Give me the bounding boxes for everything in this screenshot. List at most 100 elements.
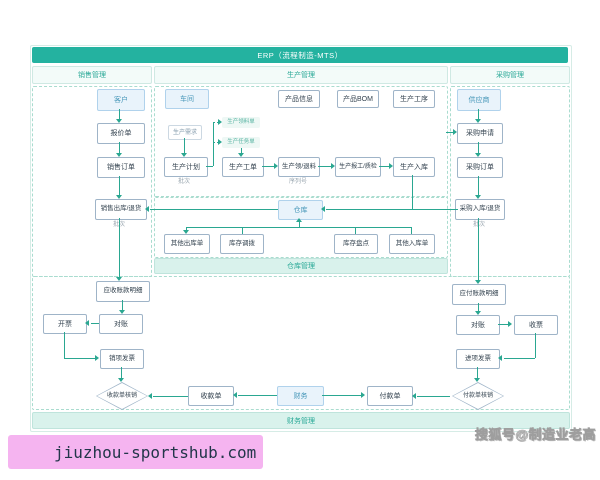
connector-line: [498, 324, 508, 325]
warehouse-bar: 仓库管理: [154, 258, 448, 274]
connector-line: [242, 227, 243, 234]
node-pick-return: 生产领/退料: [278, 157, 320, 177]
connector-line: [504, 358, 535, 359]
node-task-pool: 生产任务单: [222, 137, 260, 148]
connector-line: [299, 222, 300, 227]
connector-line: [122, 300, 123, 311]
sales-section-outline: [32, 86, 152, 277]
arrowhead: [116, 195, 122, 199]
connector-line: [326, 209, 458, 210]
node-report-qc: 生产报工/质检: [335, 157, 381, 177]
node-sales-order: 销售订单: [97, 157, 145, 178]
production-section-outline: [154, 86, 448, 198]
connector-line: [478, 176, 479, 197]
connector-line: [119, 109, 120, 121]
connector-line: [262, 166, 274, 167]
purchase-section-outline: [450, 86, 570, 277]
arrowhead: [475, 311, 481, 315]
node-other-in: 其他入库单: [389, 234, 435, 254]
connector-line: [478, 142, 479, 155]
arrowhead: [238, 153, 244, 157]
connector-line: [478, 218, 479, 281]
connector-line: [318, 166, 331, 167]
connector-line: [478, 109, 479, 121]
arrowhead: [116, 119, 122, 123]
connector-line: [119, 176, 120, 197]
node-invoice-make: 开票: [43, 314, 87, 334]
connector-line: [417, 396, 450, 397]
node-prod-demand: 生产需求: [168, 125, 202, 140]
connector-line: [241, 148, 242, 155]
node-ap-detail: 应付账款明细: [452, 284, 506, 305]
node-warehouse: 仓库: [278, 200, 323, 220]
node-work-order: 生产工单: [222, 157, 264, 177]
node-transfer: 库存调拨: [220, 234, 264, 254]
connector-line: [412, 175, 413, 209]
connector-line: [477, 367, 478, 379]
connector-line: [119, 142, 120, 155]
node-stocktake: 库存盘点: [334, 234, 378, 254]
arrowhead: [475, 119, 481, 123]
node-purchase-invoice: 进项发票: [456, 349, 500, 369]
node-purchase-order: 采购订单: [457, 157, 503, 178]
finance-section-outline: [32, 276, 570, 410]
arrowhead: [145, 206, 149, 212]
node-purchase-inbound: 采购入库/退货: [455, 199, 505, 220]
node-payment-writeoff: 付款单核销: [452, 382, 504, 410]
chart-title: ERP（流程制造-MTS）: [32, 47, 568, 63]
node-other-out: 其他出库单: [164, 234, 210, 254]
arrowhead: [181, 153, 187, 157]
connector-line: [213, 122, 219, 123]
node-product-bom: 产品BOM: [337, 90, 379, 108]
node-prod-plan: 生产计划: [164, 157, 208, 177]
arrowhead: [412, 393, 416, 399]
arrowhead: [119, 310, 125, 314]
arrowhead: [475, 280, 481, 284]
arrowhead: [321, 206, 325, 212]
arrowhead: [331, 163, 335, 169]
node-process: 生产工序: [393, 90, 435, 108]
node-recon-right: 对账: [456, 315, 500, 335]
connector-line: [213, 122, 214, 166]
arrowhead: [218, 139, 222, 145]
watermark-sohu: 搜狐号@制造业老高: [474, 427, 596, 443]
arrowhead: [475, 195, 481, 199]
node-receipt: 收款单: [188, 386, 234, 406]
warehouse-section-outline: [154, 196, 448, 258]
connector-line: [535, 333, 536, 358]
tag-pick-return: 序列号: [289, 179, 308, 185]
node-payment: 付款单: [367, 386, 413, 406]
connector-line: [64, 332, 65, 358]
section-header-production: 生产管理: [154, 66, 448, 84]
node-pick-pool: 生产领料单: [222, 117, 260, 128]
arrowhead: [118, 378, 124, 382]
watermark-site: jiuzhou-sportshub.com: [8, 435, 263, 469]
node-quotation: 报价单: [97, 123, 145, 144]
arrowhead: [218, 119, 222, 125]
arrowhead: [498, 355, 502, 361]
arrowhead: [183, 230, 189, 234]
node-customer: 客户: [97, 89, 145, 111]
node-sales-invoice: 销项发票: [100, 349, 144, 369]
tag-prod-plan: 批次: [178, 179, 191, 185]
node-workshop: 车间: [165, 89, 209, 109]
arrowhead: [389, 163, 393, 169]
node-invoice-receive: 收票: [514, 315, 558, 335]
connector-line: [206, 166, 213, 167]
arrowhead: [85, 320, 89, 326]
arrowhead: [95, 355, 99, 361]
section-header-purchase: 采购管理: [450, 66, 570, 84]
connector-line: [446, 132, 453, 133]
finance-bar: 财务管理: [32, 412, 570, 429]
connector-line: [238, 395, 277, 396]
arrowhead: [274, 163, 278, 169]
tag-purchase-inbound: 批次: [473, 222, 486, 228]
connector-line: [153, 396, 188, 397]
connector-line: [478, 303, 479, 313]
connector-line: [150, 209, 278, 210]
arrowhead: [233, 392, 237, 398]
arrowhead: [116, 277, 122, 281]
arrowhead: [296, 218, 302, 222]
connector-line: [186, 227, 411, 228]
node-recon-left: 对账: [99, 314, 143, 334]
